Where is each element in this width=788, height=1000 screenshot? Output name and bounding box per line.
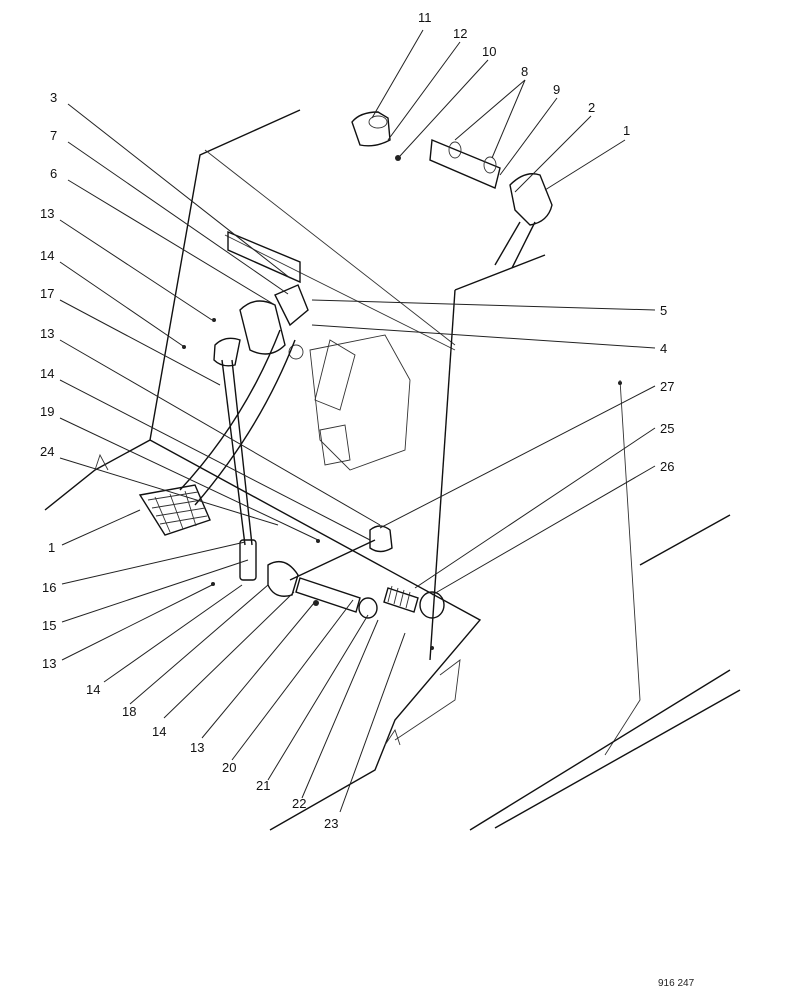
- callout-11: 11: [418, 10, 432, 25]
- drawing-reference-code: 916 247: [658, 978, 695, 989]
- callout-22: 22: [292, 796, 306, 811]
- callout-14-a: 14: [40, 248, 54, 263]
- pedal-pad: [138, 484, 211, 536]
- callout-19: 19: [40, 404, 54, 419]
- leader-lines: [59, 29, 656, 813]
- callout-25: 25: [660, 421, 674, 436]
- callout-10: 10: [482, 44, 496, 59]
- callout-3: 3: [50, 90, 57, 105]
- callout-24: 24: [40, 444, 54, 459]
- callout-14-b: 14: [40, 366, 54, 381]
- callout-18: 18: [122, 704, 136, 719]
- callout-13-a: 13: [40, 206, 54, 221]
- callout-9: 9: [553, 82, 560, 97]
- center-bracket: [309, 334, 411, 471]
- callout-labels: 11 12 10 8 9 2 1 3 7 6 13 14 17 13 14 19…: [40, 10, 674, 831]
- callout-14-d: 14: [152, 724, 166, 739]
- callout-6: 6: [50, 166, 57, 181]
- upper-shaft-assembly: [351, 111, 553, 269]
- callout-4: 4: [660, 341, 667, 356]
- callout-17: 17: [40, 286, 54, 301]
- callout-1-left: 1: [48, 540, 55, 555]
- callout-13-d: 13: [190, 740, 204, 755]
- cab-outline: [44, 109, 741, 831]
- callout-5: 5: [660, 303, 667, 318]
- callout-23: 23: [324, 816, 338, 831]
- callout-2: 2: [588, 100, 595, 115]
- callout-13-b: 13: [40, 326, 54, 341]
- callout-8: 8: [521, 64, 528, 79]
- callout-21: 21: [256, 778, 270, 793]
- lower-shaft-assembly: [295, 525, 445, 650]
- callout-16: 16: [42, 580, 56, 595]
- callout-12: 12: [453, 26, 467, 41]
- callout-27: 27: [660, 379, 674, 394]
- callout-7: 7: [50, 128, 57, 143]
- callout-14-c: 14: [86, 682, 100, 697]
- callout-1-top: 1: [623, 123, 630, 138]
- fasteners: [182, 318, 622, 586]
- callout-13-c: 13: [42, 656, 56, 671]
- callout-15: 15: [42, 618, 56, 633]
- callout-26: 26: [660, 459, 674, 474]
- callout-20: 20: [222, 760, 236, 775]
